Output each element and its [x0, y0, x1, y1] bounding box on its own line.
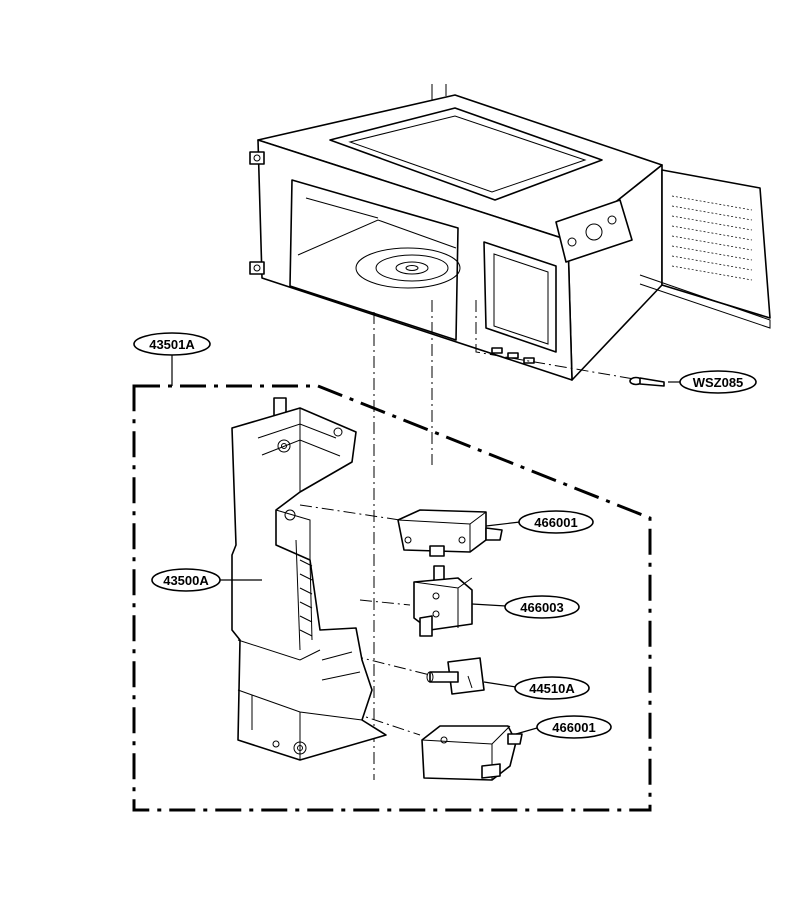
label-assembly: 43501A [133, 332, 211, 356]
label-switch-top-text: 466001 [534, 515, 577, 530]
label-lever-text: 44510A [529, 681, 575, 696]
assembly-boundary [132, 384, 652, 812]
switch-top-part [397, 509, 503, 557]
label-screw-text: WSZ085 [693, 375, 744, 390]
switch-middle-part [413, 565, 473, 637]
label-switch-top: 466001 [518, 510, 594, 534]
label-screw: WSZ085 [679, 370, 757, 394]
latch-body-part [231, 397, 387, 761]
label-switch-middle: 466003 [504, 595, 580, 619]
lever-part [426, 657, 485, 695]
label-switch-middle-text: 466003 [520, 600, 563, 615]
label-switch-bottom-text: 466001 [552, 720, 595, 735]
label-switch-bottom: 466001 [536, 715, 612, 739]
switch-bottom-part [421, 725, 523, 781]
label-assembly-text: 43501A [149, 337, 195, 352]
label-lever: 44510A [514, 676, 590, 700]
label-latch-body: 43500A [151, 568, 221, 592]
screw-part [629, 376, 665, 387]
label-latch-body-text: 43500A [163, 573, 209, 588]
oven-cavity [249, 84, 771, 381]
leader-lines [171, 354, 680, 735]
